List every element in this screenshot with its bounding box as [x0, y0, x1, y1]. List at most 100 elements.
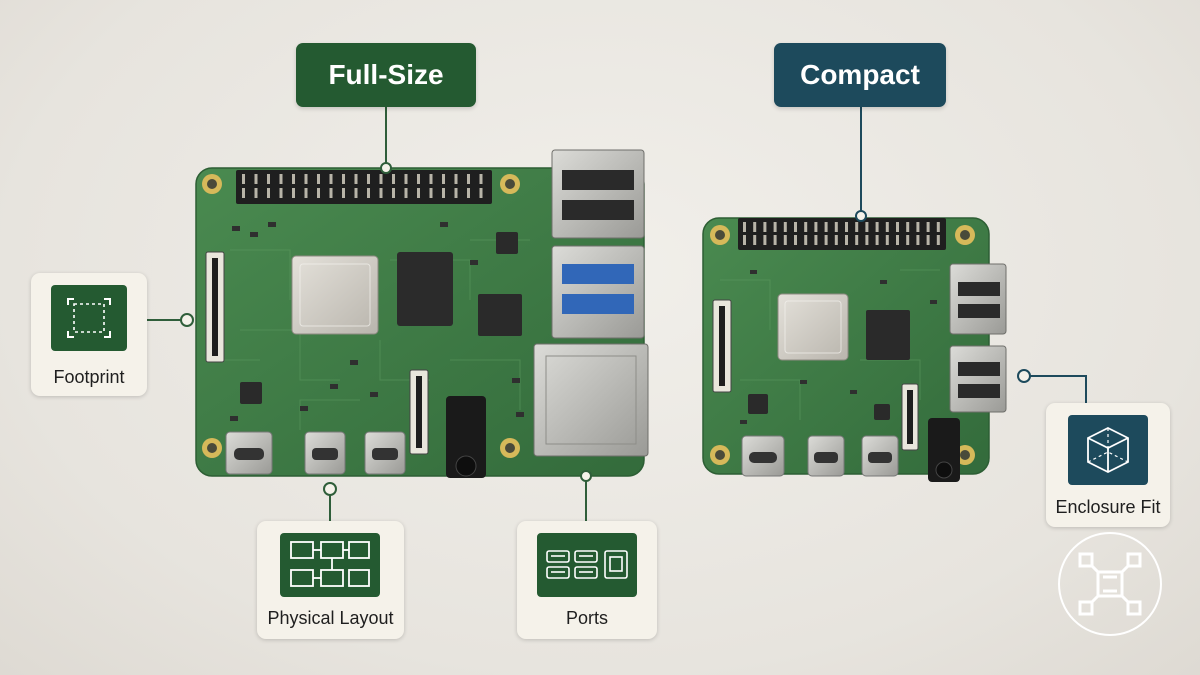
- gpio-pin: [763, 222, 767, 232]
- gpio-pin: [906, 222, 910, 232]
- gpio-pin: [875, 235, 879, 245]
- gpio-pin: [417, 188, 420, 198]
- gpio-pin: [804, 235, 808, 245]
- gpio-pin: [442, 188, 445, 198]
- gpio-pin: [936, 222, 940, 232]
- gpio-pin: [279, 188, 283, 198]
- gpio-pin: [354, 188, 358, 198]
- footprint-card: Footprint: [31, 273, 147, 396]
- gpio-pin: [292, 188, 295, 198]
- gpio-pin: [783, 222, 787, 232]
- connector-lines: [147, 107, 587, 521]
- gpio-pin: [834, 222, 838, 232]
- ram-chip-compact: [866, 310, 910, 360]
- gpio-pin: [926, 235, 930, 245]
- ethernet-port: [533, 343, 649, 457]
- ports-label: Ports: [565, 608, 608, 628]
- gpio-pin: [279, 174, 283, 184]
- gpio-pin: [454, 188, 458, 198]
- full-size-board: [195, 149, 649, 478]
- gpio-pin: [804, 222, 808, 232]
- full-size-title: Full-Size: [296, 43, 476, 107]
- gpio-pin: [292, 174, 295, 184]
- gpio-pin: [753, 222, 757, 232]
- gpio-pin: [763, 235, 767, 245]
- gpio-pin: [329, 174, 333, 184]
- gpio-pin: [379, 174, 383, 184]
- gpio-pin: [855, 235, 859, 245]
- gpio-pin: [824, 222, 828, 232]
- gpio-pin: [392, 188, 395, 198]
- physical-layout-label: Physical Layout: [267, 608, 394, 628]
- soc-chip-compact: [777, 293, 849, 361]
- gpio-pin: [342, 174, 345, 184]
- gpio-header: [236, 170, 492, 204]
- gpio-pin: [367, 174, 370, 184]
- gpio-pin: [743, 222, 746, 232]
- gpio-pin: [794, 222, 797, 232]
- gpio-pin: [875, 222, 879, 232]
- gpio-pin: [479, 174, 483, 184]
- gpio-pin: [783, 235, 787, 245]
- connector-dots: [180, 162, 1031, 496]
- connected-nodes-icon: [1058, 532, 1162, 636]
- gpio-pin: [916, 222, 920, 232]
- gpio-pin: [896, 222, 899, 232]
- gpio-pin: [429, 174, 433, 184]
- ports-icon: [537, 533, 637, 597]
- enclosure-fit-card: Enclosure Fit: [1046, 403, 1170, 527]
- gpio-pin: [454, 174, 458, 184]
- gpio-pin: [304, 174, 308, 184]
- gpio-pin: [429, 188, 433, 198]
- gpio-pin: [855, 222, 859, 232]
- compact-title: Compact: [774, 43, 946, 107]
- gpio-pin: [267, 174, 270, 184]
- gpio-pin: [936, 235, 940, 245]
- compact-board: [702, 217, 1007, 482]
- footprint-label: Footprint: [53, 367, 125, 387]
- ports-card: Ports: [517, 521, 657, 639]
- gpio-pin: [367, 188, 370, 198]
- mounting-holes: [202, 174, 520, 458]
- ram-chip: [397, 252, 453, 326]
- gpio-pin: [845, 235, 848, 245]
- gpio-pin: [834, 235, 838, 245]
- usb-ports-compact: [949, 263, 1007, 413]
- gpio-pin: [865, 235, 869, 245]
- gpio-pin: [404, 174, 408, 184]
- gpio-pin: [916, 235, 920, 245]
- gpio-pin: [743, 235, 746, 245]
- usb-ports-full: [551, 149, 645, 339]
- gpio-pin: [845, 222, 848, 232]
- gpio-pin: [814, 235, 818, 245]
- gpio-pin: [304, 188, 308, 198]
- gpio-pin: [773, 235, 777, 245]
- soc-chip: [291, 255, 379, 335]
- bottom-ports-full: [225, 431, 406, 475]
- physical-layout-card: Physical Layout: [257, 521, 404, 639]
- enclosure-fit-label: Enclosure Fit: [1055, 497, 1161, 517]
- gpio-pin: [329, 188, 333, 198]
- audio-jack-compact: [928, 418, 960, 482]
- gpio-pin: [865, 222, 869, 232]
- gpio-pin: [354, 174, 358, 184]
- gpio-pin: [814, 222, 818, 232]
- gpio-pin: [753, 235, 757, 245]
- gpio-pin: [242, 188, 245, 198]
- gpio-pin: [242, 174, 245, 184]
- gpio-pin: [885, 222, 889, 232]
- cube-icon: [1068, 415, 1148, 485]
- gpio-pin: [926, 222, 930, 232]
- gpio-pin: [773, 222, 777, 232]
- gpio-header-compact: [738, 218, 946, 250]
- gpio-pin: [254, 188, 258, 198]
- gpio-pin: [824, 235, 828, 245]
- gpio-pin: [342, 188, 345, 198]
- gpio-pin: [467, 174, 470, 184]
- gpio-pin: [906, 235, 910, 245]
- gpio-pin: [442, 174, 445, 184]
- gpio-pin: [392, 174, 395, 184]
- gpio-pin: [794, 235, 797, 245]
- gpio-pin: [317, 174, 320, 184]
